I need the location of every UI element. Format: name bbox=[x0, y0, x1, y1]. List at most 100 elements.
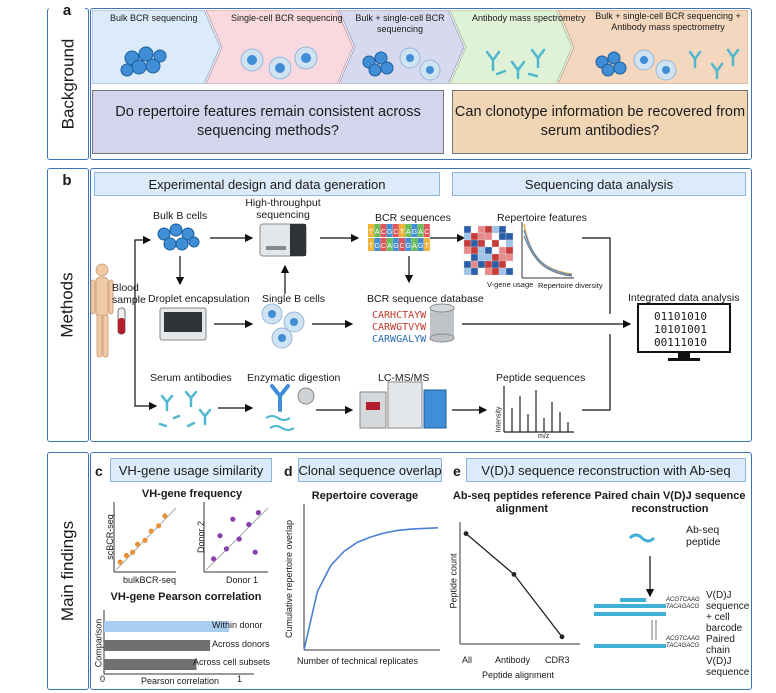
heatmap-cell bbox=[505, 232, 514, 241]
chevron-label-3: Bulk + single-cell BCR sequencing bbox=[350, 13, 450, 35]
chevron-strip bbox=[92, 10, 748, 84]
bcr-letter: A bbox=[418, 229, 423, 236]
db-seq-3: CARWGALYW bbox=[372, 334, 427, 345]
panel-c-tick-0: 0 bbox=[100, 674, 106, 684]
heatmap-cell bbox=[470, 253, 479, 262]
heatmap-cell bbox=[463, 260, 472, 269]
row-label-background: Background bbox=[47, 8, 89, 160]
methods-header-left: Experimental design and data generation bbox=[94, 172, 440, 196]
diversity-chart bbox=[521, 222, 574, 279]
row-label-findings-text: Main findings bbox=[58, 520, 78, 622]
heatmap-cell bbox=[484, 260, 493, 269]
scatter-point bbox=[162, 513, 168, 519]
heatmap-cell bbox=[505, 246, 514, 255]
heatmap-cell bbox=[463, 253, 472, 262]
heatmap-cell bbox=[477, 253, 486, 262]
heatmap-cell bbox=[498, 260, 507, 269]
bcr-cell bbox=[392, 224, 399, 237]
label-repertoire-diversity: Repertoire diversity bbox=[538, 281, 603, 290]
chevron-label-4: Antibody mass spectrometry bbox=[472, 13, 586, 23]
bcr-cell bbox=[392, 238, 399, 251]
lcms-icon bbox=[359, 381, 447, 429]
panel-d-title: Repertoire coverage bbox=[311, 490, 419, 502]
corr-bar bbox=[104, 621, 230, 632]
peptide-spectrum bbox=[503, 386, 574, 433]
panel-letter-c: c bbox=[95, 463, 103, 479]
heatmap-cell bbox=[505, 260, 514, 269]
bcr-letter: T bbox=[425, 243, 430, 250]
heatmap-cell bbox=[470, 232, 479, 241]
panel-e-header: V(D)J sequence reconstruction with Ab-se… bbox=[466, 458, 746, 482]
bcr-cell bbox=[386, 238, 393, 251]
panel-e-label-1-text: V(D)J sequence + cell barcode bbox=[706, 590, 750, 634]
bcr-cell bbox=[423, 224, 430, 237]
label-mz: m/z bbox=[538, 433, 550, 440]
bcr-letter: G bbox=[412, 229, 417, 236]
heatmap-cell bbox=[505, 253, 514, 262]
heatmap-cell bbox=[484, 246, 493, 255]
panel-c-tick-1: 1 bbox=[237, 674, 243, 684]
label-bcr-database: BCR sequence database bbox=[367, 293, 484, 305]
methods-header-right: Sequencing data analysis bbox=[452, 172, 746, 196]
scatter-point bbox=[142, 537, 148, 543]
align-cat-2: CDR3 bbox=[545, 655, 570, 665]
panel-e-right-title-text: Paired chain V(D)J sequence reconstructi… bbox=[594, 490, 746, 515]
heatmap-cell bbox=[470, 267, 479, 276]
row-letter-a: a bbox=[49, 2, 85, 24]
panel-e-xlabel: Peptide alignment bbox=[481, 670, 555, 680]
row-label-background-text: Background bbox=[58, 38, 78, 130]
panel-c-freq-title: VH-gene frequency bbox=[141, 488, 243, 500]
bcr-cell bbox=[417, 224, 424, 237]
single-b-cells-icon bbox=[261, 303, 305, 349]
bcr-cell bbox=[417, 238, 424, 251]
heatmap-cell bbox=[491, 267, 500, 276]
panel-e-left-title: Ab-seq peptides reference alignment bbox=[452, 490, 592, 516]
bcr-letter: C bbox=[381, 229, 386, 236]
bcr-cell bbox=[374, 224, 381, 237]
align-cat-0: All bbox=[462, 655, 473, 665]
alignment-point bbox=[511, 572, 517, 577]
heatmap-cell bbox=[498, 225, 507, 234]
scatter-point bbox=[134, 541, 141, 547]
chevron-label-5: Bulk + single-cell BCR sequencing + Anti… bbox=[588, 11, 748, 33]
heatmap-cell bbox=[498, 239, 507, 248]
align-cat-1: Antibody bbox=[495, 655, 531, 665]
heatmap-cell bbox=[484, 239, 493, 248]
label-htp-sequencing: High-throughput sequencing bbox=[244, 197, 322, 221]
panel-e-ylabel: Peptide count bbox=[448, 553, 459, 609]
vdj-bar-bottom bbox=[594, 644, 666, 648]
bcr-letter: A bbox=[406, 229, 411, 236]
panel-d-header: Clonal sequence overlap bbox=[298, 458, 442, 482]
combined-icon bbox=[595, 48, 740, 81]
chevron-label-3-text: Bulk + single-cell BCR sequencing bbox=[355, 13, 445, 34]
label-peptide-sequences: Peptide sequences bbox=[496, 372, 586, 384]
chevron-4 bbox=[449, 10, 573, 84]
scatter-point bbox=[223, 546, 229, 552]
serum-antibodies-icon bbox=[158, 390, 212, 428]
blood-tube-icon bbox=[117, 307, 126, 335]
corr-bar bbox=[104, 640, 211, 651]
panel-letter-d: d bbox=[284, 463, 293, 479]
scatter-point bbox=[148, 528, 154, 534]
label-serum-antibodies: Serum antibodies bbox=[150, 372, 232, 384]
panel-e-label-1: V(D)J sequence + cell barcode bbox=[706, 590, 750, 634]
heatmap-cell bbox=[498, 246, 507, 255]
bcr-letter: G bbox=[405, 243, 410, 250]
bcr-letter: G bbox=[393, 243, 398, 250]
binary-2: 10101001 bbox=[654, 323, 707, 336]
bar-label-1: Across donors bbox=[212, 639, 270, 649]
panel-e-label-2-text: Paired chain V(D)J sequence bbox=[706, 634, 750, 678]
panel-e-abseq-label-text: Ab-seq peptide bbox=[686, 524, 721, 548]
bcr-cell bbox=[374, 238, 381, 251]
panel-e-right-title: Paired chain V(D)J sequence reconstructi… bbox=[592, 490, 748, 516]
heatmap-cell bbox=[484, 267, 493, 276]
scatter-point bbox=[156, 523, 162, 529]
heatmap-cell bbox=[477, 260, 486, 269]
panel-d-xlabel: Number of technical replicates bbox=[297, 656, 419, 666]
label-blood-sample-text: Blood sample bbox=[112, 282, 146, 306]
scatter-point bbox=[246, 521, 252, 528]
panel-c-sc-xlabel: bulkBCR-seq bbox=[123, 575, 177, 585]
bcr-letter: A bbox=[387, 243, 392, 250]
panel-c-donor-ylabel: Donor 2 bbox=[196, 520, 207, 554]
bcr-cell bbox=[423, 238, 430, 251]
